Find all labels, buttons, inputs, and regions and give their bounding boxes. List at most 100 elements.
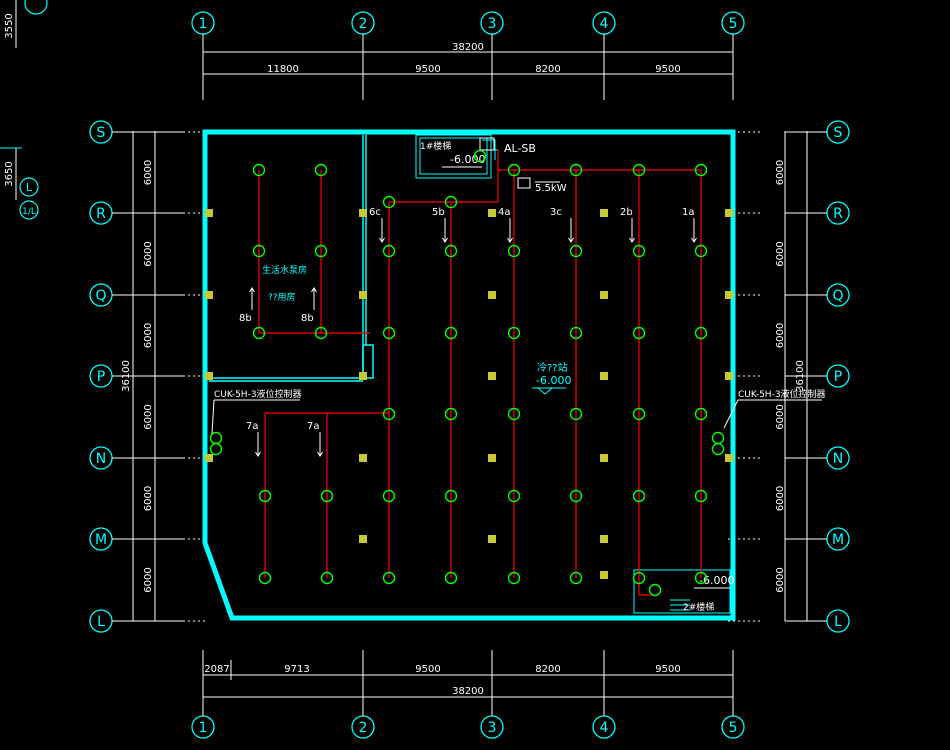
top-dim-1: 11800 (267, 64, 299, 75)
pump-room-walls (209, 135, 374, 382)
sprinkler-head (648, 583, 662, 597)
sprinkler-head (694, 244, 708, 258)
side-dim: 6000 (775, 160, 786, 185)
axis-bubble-1: 1 (199, 16, 208, 32)
sprinkler-head (252, 326, 266, 340)
sprinkler-head (209, 442, 223, 456)
sprinkler-head (507, 326, 521, 340)
axis-bubble-1: 1 (199, 720, 208, 736)
top-dim-4: 9500 (655, 64, 680, 75)
sprinkler-head (314, 244, 328, 258)
pipe-label: 5b (432, 207, 445, 218)
column (600, 372, 608, 380)
column (205, 372, 213, 380)
panel-label: AL-SB (504, 142, 536, 155)
sprinkler-head (314, 326, 328, 340)
axis-bubble-2: 2 (359, 720, 368, 736)
sprinkler-head (382, 244, 396, 258)
sprinkler-head (507, 489, 521, 503)
sprinkler-head (569, 407, 583, 421)
stair-1 (415, 134, 498, 179)
sprinkler-head (507, 571, 521, 585)
sprinkler-head (473, 149, 487, 163)
sprinkler-head (694, 571, 708, 585)
axis-bubble-M: M (832, 532, 844, 548)
left-top-dim-a: 3550 (4, 13, 15, 38)
top-dimensions (202, 42, 734, 100)
sprinkler-head (258, 571, 272, 585)
pipe-label: 2b (620, 207, 633, 218)
stair-1-elevation: -6.000 (450, 153, 485, 166)
cold-station-label: 冷??站 (537, 361, 568, 374)
stair-1-label: 1#楼梯 (420, 140, 451, 152)
pipe-label: 8b (239, 313, 252, 324)
column (488, 209, 496, 217)
pump-power: 5.5kW (535, 183, 567, 194)
column (600, 571, 608, 579)
pipe-label: 6c (369, 207, 381, 218)
sprinkler-head (632, 571, 646, 585)
top-dim-3: 8200 (535, 64, 560, 75)
pipe-label: 1a (682, 207, 695, 218)
pipe-label: 7a (307, 421, 320, 432)
sprinkler-head (694, 326, 708, 340)
column (359, 535, 367, 543)
axis-bubble-4: 4 (600, 16, 609, 32)
axis-bubble-P: P (97, 369, 105, 385)
columns (205, 209, 733, 579)
sprinkler-head (632, 407, 646, 421)
side-dim: 6000 (775, 567, 786, 592)
pipe-label: 7a (246, 421, 259, 432)
column (600, 291, 608, 299)
axis-bubble-N: N (833, 451, 843, 467)
axis-bubble-3: 3 (488, 16, 497, 32)
sprinkler-head (507, 407, 521, 421)
left-top-dim-b: 3650 (4, 161, 15, 186)
sprinkler-head (569, 163, 583, 177)
side-dim: 6000 (143, 160, 154, 185)
bottom-dim-1: 2087 (204, 664, 229, 675)
sprinkler-head (694, 407, 708, 421)
column (600, 454, 608, 462)
side-dim: 6000 (143, 241, 154, 266)
axis-bubble-R: R (833, 206, 843, 222)
top-dim-texts: 38200 11800 9500 8200 9500 (267, 42, 681, 75)
axis-bubble-L: L (97, 614, 105, 630)
bottom-dim-4: 8200 (535, 664, 560, 675)
sprinkler-head (314, 163, 328, 177)
axis-bubble-5: 5 (729, 16, 738, 32)
pump-box (517, 177, 531, 189)
sprinkler-head (252, 163, 266, 177)
sprinkler-head (382, 326, 396, 340)
sprinkler-head (632, 244, 646, 258)
sprinkler-head (507, 244, 521, 258)
column (488, 372, 496, 380)
side-dim: 6000 (143, 404, 154, 429)
stair-2 (633, 569, 731, 614)
axis-bubble-L: L (834, 614, 842, 630)
aux-axis-L: L (26, 181, 33, 194)
sprinkler-head (444, 407, 458, 421)
sprinkler-head (444, 489, 458, 503)
sprinkler-head (382, 195, 396, 209)
column (205, 291, 213, 299)
controller-left-label: CUK-5H-3液位控制器 (214, 388, 302, 400)
column (205, 454, 213, 462)
top-total-dim: 38200 (452, 42, 484, 53)
axis-bubble-2: 2 (359, 16, 368, 32)
side-dim: 6000 (143, 486, 154, 511)
column (600, 535, 608, 543)
column (205, 209, 213, 217)
pipe-label: 4a (498, 207, 511, 218)
column (488, 454, 496, 462)
pipe-label: 8b (301, 313, 314, 324)
sprinkler-head (382, 571, 396, 585)
sprinkler-head (632, 326, 646, 340)
main-elevation: -6.000 (536, 374, 571, 387)
sprinkler-head (320, 489, 334, 503)
sprinkler-head (569, 326, 583, 340)
